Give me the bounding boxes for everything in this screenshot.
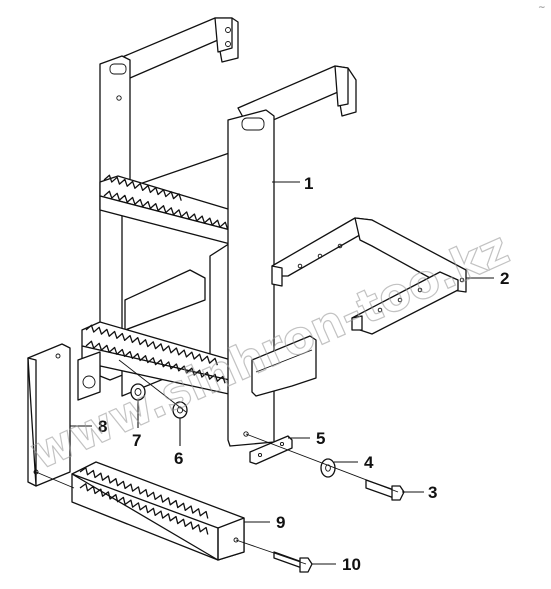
callout-3: 3 — [428, 483, 437, 502]
side-plate — [27, 343, 71, 487]
callout-10: 10 — [342, 555, 361, 574]
callout-9: 9 — [276, 513, 285, 532]
corner-mark: ~ — [538, 3, 546, 13]
bolt-10 — [273, 551, 313, 573]
ladder-frame — [77, 17, 357, 447]
assembly-lines — [35, 359, 399, 565]
callout-8: 8 — [98, 417, 107, 436]
bottom-step — [71, 461, 245, 561]
callout-6: 6 — [174, 449, 183, 468]
callout-7: 7 — [132, 431, 141, 450]
leader-lines — [70, 181, 494, 565]
rear-bracket — [271, 217, 467, 335]
bolt-3 — [365, 479, 405, 501]
callout-labels: 1 2 3 4 5 6 7 8 9 10 — [98, 174, 509, 574]
callout-4: 4 — [364, 453, 374, 472]
washer-4 — [320, 458, 336, 478]
callout-2: 2 — [500, 269, 509, 288]
callout-5: 5 — [316, 429, 325, 448]
callout-1: 1 — [304, 174, 313, 193]
small-plate — [249, 435, 293, 465]
